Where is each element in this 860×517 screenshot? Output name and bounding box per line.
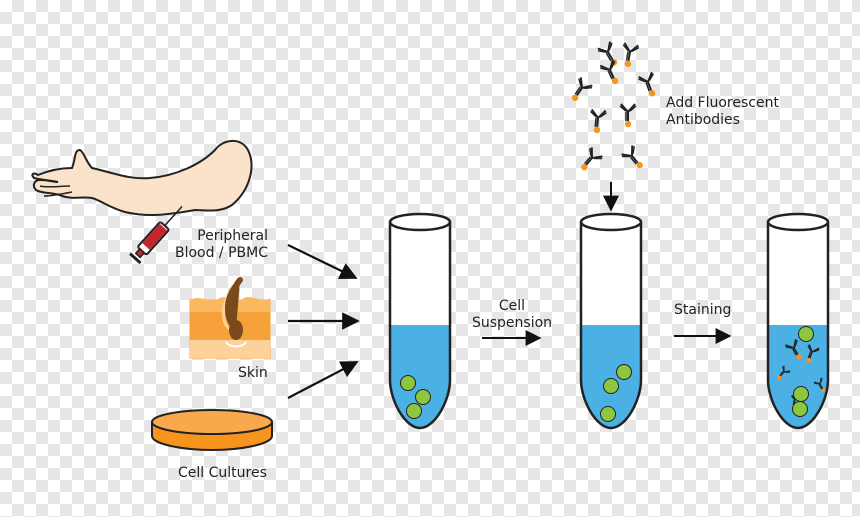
syringe-icon bbox=[129, 205, 183, 265]
arrow-blood-to-tube bbox=[287, 244, 358, 280]
tube-2 bbox=[579, 212, 643, 430]
petri-dish-icon bbox=[151, 409, 273, 452]
skin-illustration bbox=[189, 277, 271, 359]
label-antibodies-line1: Add Fluorescent bbox=[666, 95, 779, 111]
arm-illustration bbox=[31, 140, 253, 217]
tube-1 bbox=[388, 212, 452, 430]
label-cell-cultures: Cell Cultures bbox=[178, 465, 267, 481]
label-staining: Staining bbox=[674, 302, 732, 318]
label-cell-line1: Cell bbox=[498, 298, 526, 314]
label-peripheral-line2: Blood / PBMC bbox=[174, 245, 268, 261]
label-skin: Skin bbox=[238, 365, 268, 381]
label-peripheral-line1: Peripheral bbox=[197, 228, 268, 244]
arrow-culture-to-tube bbox=[287, 361, 359, 399]
hair-icon bbox=[224, 277, 243, 333]
tube-3 bbox=[766, 212, 830, 430]
label-suspension-line2: Suspension bbox=[471, 315, 553, 331]
antibody-cluster bbox=[565, 40, 662, 176]
label-add-antibodies: Add Fluorescent Antibodies bbox=[666, 95, 779, 129]
arm-shape bbox=[31, 140, 253, 217]
label-cell-suspension: Cell Suspension bbox=[462, 298, 562, 332]
label-peripheral-blood: Peripheral Blood / PBMC bbox=[150, 228, 268, 262]
label-antibodies-line2: Antibodies bbox=[666, 112, 740, 128]
